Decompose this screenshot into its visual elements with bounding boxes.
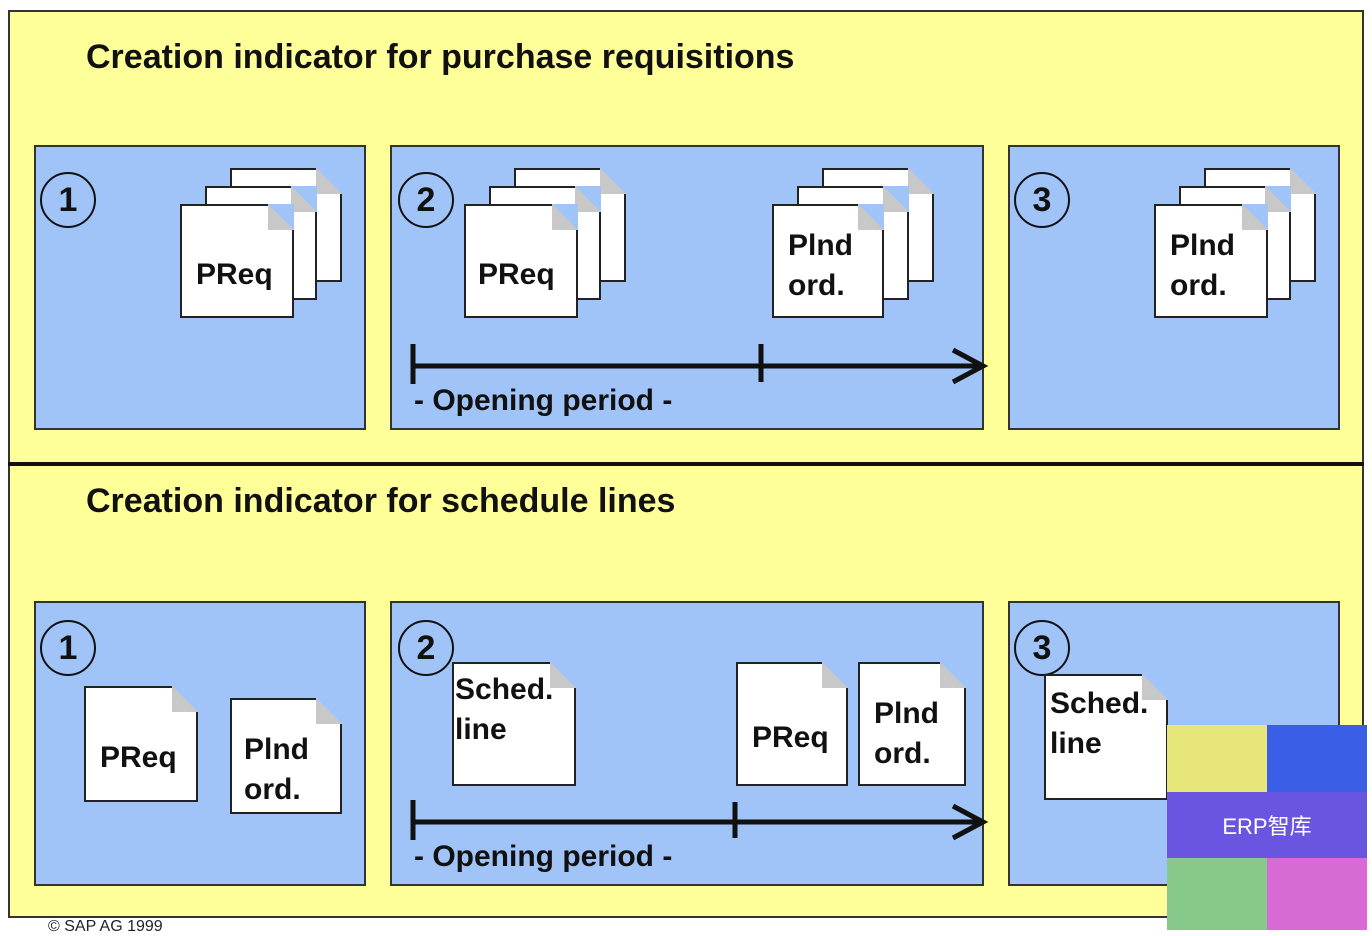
- opening-period-label: - Opening period -: [414, 384, 673, 417]
- document-label-preq: PReq: [100, 741, 177, 774]
- document-schedule-line: [452, 662, 576, 786]
- step-number-sl-2: 2: [398, 620, 454, 676]
- document-preq: [464, 204, 578, 318]
- document-planned-order: [230, 698, 342, 814]
- document-label-preq: PReq: [196, 258, 273, 291]
- document-label-preq: PReq: [752, 721, 829, 754]
- opening-period-arrow: [410, 800, 989, 841]
- document-label-planned-order: Plnd ord.: [788, 229, 853, 302]
- step-number-pr-3: 3: [1014, 172, 1070, 228]
- watermark-tile: [1267, 725, 1367, 792]
- watermark-tile: [1167, 858, 1267, 930]
- step-number-sl-3: 3: [1014, 620, 1070, 676]
- step-number-pr-1: 1: [40, 172, 96, 228]
- document-preq: [84, 686, 198, 802]
- watermark-logo: ERP智库: [1167, 725, 1367, 930]
- document-planned-order: [858, 662, 966, 786]
- document-label-planned-order: Plnd ord.: [874, 697, 939, 770]
- document-label-planned-order: Plnd ord.: [1170, 229, 1235, 302]
- document-preq: [180, 204, 294, 318]
- opening-period-arrow: [410, 344, 989, 385]
- watermark-tile: [1167, 792, 1367, 858]
- section-title-purchase-requisitions: Creation indicator for purchase requisit…: [86, 38, 795, 76]
- step-number-sl-1: 1: [40, 620, 96, 676]
- section-divider: [8, 462, 1364, 466]
- opening-period-label: - Opening period -: [414, 840, 673, 873]
- watermark-tile: [1267, 858, 1367, 930]
- document-preq: [736, 662, 848, 786]
- document-label-planned-order: Plnd ord.: [244, 733, 309, 806]
- document-planned-order: [1154, 204, 1268, 318]
- document-label-schedule-line: Sched. line: [1050, 687, 1149, 760]
- document-label-schedule-line: Sched. line: [455, 673, 554, 746]
- watermark-tile: [1167, 725, 1267, 792]
- section-title-schedule-lines: Creation indicator for schedule lines: [86, 482, 676, 520]
- copyright-footer: © SAP AG 1999: [48, 918, 163, 935]
- document-label-preq: PReq: [478, 258, 555, 291]
- watermark-text: ERP智库: [1222, 814, 1312, 839]
- document-planned-order: [772, 204, 884, 318]
- step-number-pr-2: 2: [398, 172, 454, 228]
